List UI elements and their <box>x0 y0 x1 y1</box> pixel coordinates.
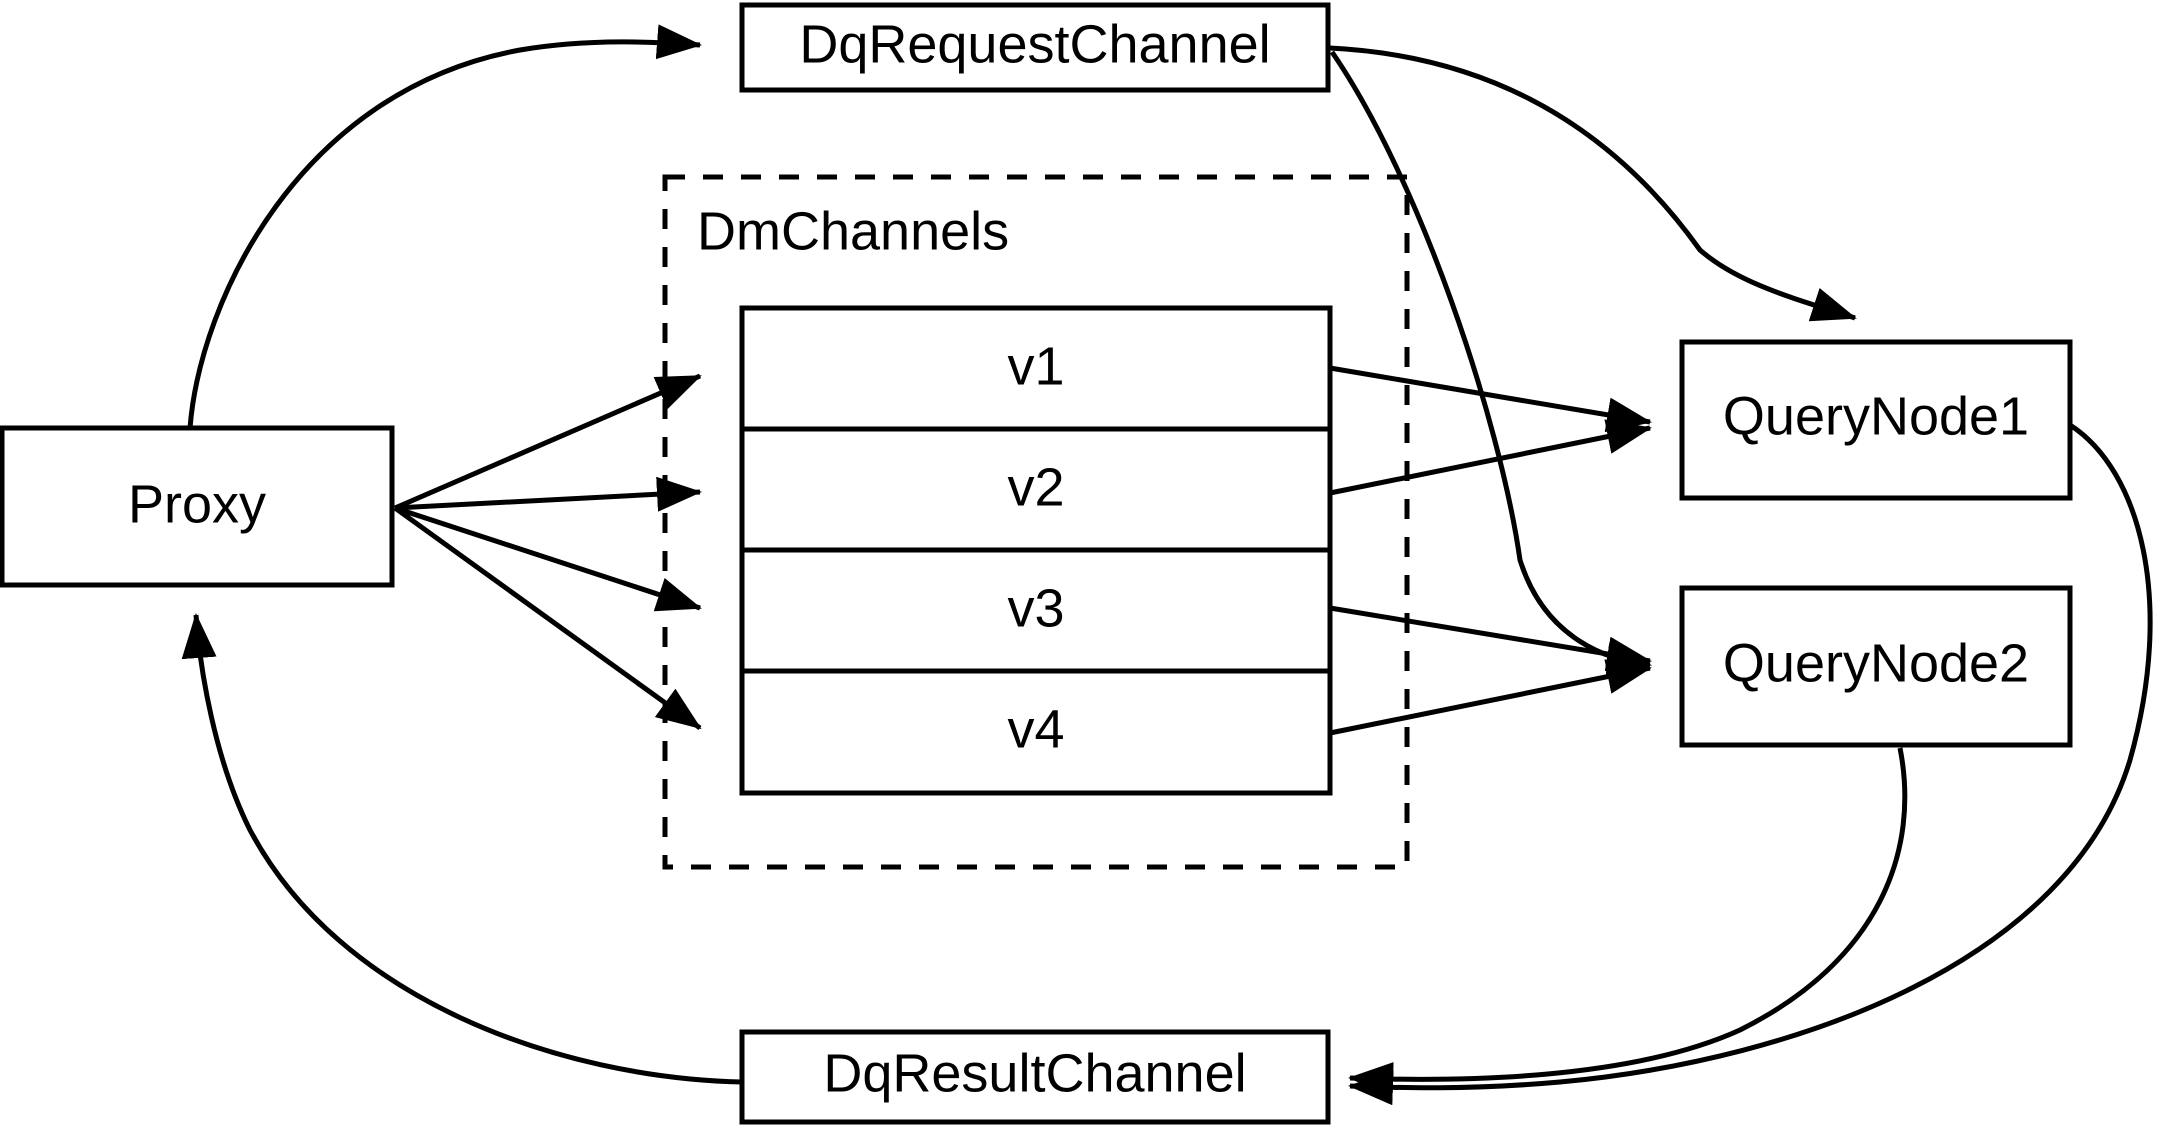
edge-proxy-to-v3 <box>394 505 702 612</box>
proxy-label: Proxy <box>128 474 266 534</box>
row-label-v2: v2 <box>1007 457 1064 517</box>
edge-v1-to-querynode1 <box>1329 365 1652 433</box>
dqrequestchannel-label: DqRequestChannel <box>799 14 1270 74</box>
edge-dqresultchannel-to-proxy <box>181 613 743 1085</box>
querynode2-box[interactable] <box>1679 585 2073 748</box>
edge-v4-to-querynode2 <box>1329 659 1652 736</box>
edge-proxy-to-dqrequestchannel <box>187 24 702 429</box>
dmchannels-group-label: DmChannels <box>697 201 1009 261</box>
edge-querynode1-to-dqresultchannel <box>1348 422 2153 1106</box>
querynode1-box[interactable] <box>1679 339 2073 501</box>
edge-proxy-to-v1 <box>394 373 702 511</box>
dqresultchannel-box[interactable] <box>739 1029 1331 1125</box>
querynode1-label: QueryNode1 <box>1723 386 2029 446</box>
edge-v2-to-querynode1 <box>1329 419 1652 496</box>
row-label-v4: v4 <box>1007 699 1064 759</box>
edge-proxy-to-v4 <box>393 505 702 731</box>
edge-dqrequestchannel-to-querynode2 <box>1329 50 1652 679</box>
proxy-box[interactable] <box>0 425 395 588</box>
dmchannels-group-box <box>662 174 1410 870</box>
edge-dqrequestchannel-to-querynode1 <box>1329 45 1857 322</box>
dqresultchannel-label: DqResultChannel <box>823 1043 1246 1103</box>
edge-querynode2-to-dqresultchannel <box>1348 747 1908 1098</box>
row-label-v3: v3 <box>1007 578 1064 638</box>
querynode2-label: QueryNode2 <box>1723 633 2029 693</box>
edge-proxy-to-v2 <box>394 476 702 512</box>
row-label-v1: v1 <box>1007 336 1064 396</box>
edge-v3-to-querynode2 <box>1329 605 1652 672</box>
dqrequestchannel-box[interactable] <box>739 2 1331 93</box>
